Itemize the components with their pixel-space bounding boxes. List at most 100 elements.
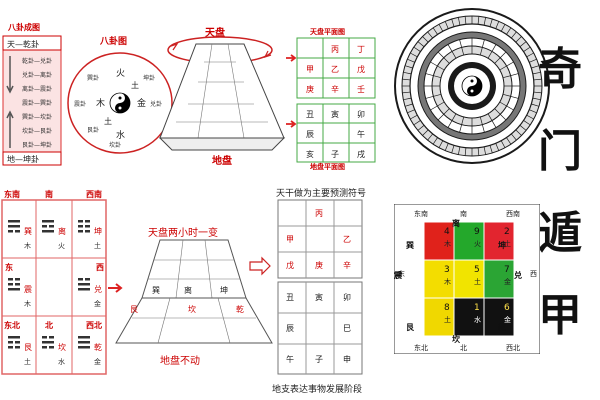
circle-label: 土 [131,80,139,90]
grid-direction: 东南 [414,209,428,218]
grid-number: 5 [474,265,480,275]
element-label: 金 [94,299,101,308]
grid-direction: 西 [530,270,537,278]
plan-char: 壬 [357,84,365,94]
direction-label: 西南 [86,189,102,199]
trigram-name: 坎 [58,342,66,352]
tg-char: 甲 [286,235,294,244]
circle-label: 金 [137,97,146,109]
up-arrow-icon [6,110,14,148]
list-item: 兑卦—离卦 [22,71,52,79]
grid-number: 8 [444,303,450,313]
element-label: 木 [24,299,31,308]
list-item: 坎卦—艮卦 [22,127,52,135]
trigram-symbol-icon [8,220,90,349]
plan-char: 戌 [357,149,365,159]
element-label: 金 [94,357,101,366]
grid-trigram: 坎 [452,334,460,344]
grid-label: 乾 [236,304,244,314]
dz-char: 巳 [343,324,351,333]
trigram-name: 坤 [94,226,102,236]
grid-trigram: 兑 [514,270,522,280]
grid-element: 土 [504,239,511,248]
plan-char: 亥 [306,149,314,159]
circle-label: 木 [96,97,105,109]
grid-direction: 南 [460,209,467,218]
grid-trigram: 坤 [498,240,506,250]
grid-cell [423,259,455,299]
dz-char: 卯 [343,293,351,302]
grid-trigram: 艮 [406,323,415,332]
grid-direction: 东北 [414,343,428,352]
grid-number: 9 [474,227,480,237]
luopan-compass-icon [394,8,550,164]
big-char: 遁 [538,208,582,259]
circle-label: 兑卦 [150,100,162,108]
trigram-name: 离 [58,226,66,236]
circle-label: 水 [116,129,125,141]
list-item: 艮卦—坤卦 [22,141,52,149]
arrow-right-icon [249,256,271,276]
grid-element: 火 [474,240,481,248]
circle-label: 艮卦 [87,126,99,134]
list-item: 巽卦—坎卦 [22,113,52,121]
qimen-color-grid: 东南 南 西南 东 西 东北 北 西北 4木9火2土3木5土7金8土1水6金巽离… [394,204,540,354]
grid-direction: 西南 [506,209,520,218]
element-label: 水 [58,357,65,366]
grid-direction: 西北 [506,344,520,352]
circle-title: 八卦图 [99,35,127,47]
grid-label: 艮 [130,305,138,314]
trigram-name: 巽 [24,227,32,236]
element-label: 火 [58,242,65,250]
tg-char: 庚 [315,260,323,270]
tg-char: 乙 [343,235,351,244]
arrow-right-icon [108,283,123,293]
tg-char: 丙 [315,209,323,218]
direction-label: 西 [96,263,104,272]
list-item-group: 乾卦—兑卦 兑卦—离卦 离卦—震卦 震卦—巽卦 巽卦—坎卦 坎卦—艮卦 艮卦—坤… [22,57,52,149]
grid-element: 土 [474,277,481,286]
grid-element: 木 [444,239,451,248]
grid-number: 7 [504,265,510,275]
tianpan-dipan-perspective: 天盘两小时一变 巽 离 坤 艮 坎 乾 地盘不动 [115,226,273,367]
direction-label: 东 [5,262,13,272]
direction-label: 北 [45,320,53,330]
list-item: 离卦—震卦 [22,85,52,93]
grid-element: 土 [444,315,451,324]
grid-label: 坤 [220,285,228,295]
big-char: 门 [538,126,582,177]
trigram-name: 震 [24,285,32,294]
direction-label: 西北 [86,320,102,330]
element-label: 土 [24,357,31,366]
element-label: 木 [24,241,31,250]
tg-char: 戊 [286,260,294,270]
tianpan-label: 天盘 [205,26,225,39]
grid-trigram: 震 [394,270,403,280]
direction-label: 南 [45,189,53,199]
grid-number: 2 [504,227,510,237]
trigram-name: 艮 [24,343,32,352]
plan-char: 丁 [357,45,365,54]
bagua-circle: 八卦图 火 土 木 金 土 水 巽卦 坤卦 震卦 兑卦 艮卦 坎卦 [67,35,173,154]
grid-number: 3 [444,265,450,275]
plan-char: 丑 [306,110,314,119]
plan-char: 辰 [306,130,314,139]
grid-number: 4 [444,227,450,237]
list-item: 乾卦—兑卦 [22,57,52,65]
dz-char: 子 [315,355,323,364]
compass-yin-yang-icon [461,75,483,97]
grid-trigram: 巽 [406,240,414,250]
plan-char: 子 [331,150,339,159]
bagua-flow-panel: 东南 南 西南 东 西 东北 北 西北 巽 离 坤 震 兑 艮 坎 乾 木 火 … [0,178,392,398]
dipan-label: 地盘 [212,154,232,167]
grid-label: 坎 [188,304,196,314]
plan-char: 乙 [331,65,339,74]
plan-char: 寅 [331,109,339,119]
grid-element: 水 [474,315,481,324]
change-label: 天盘两小时一变 [148,226,218,239]
plan-char: 戊 [357,64,365,74]
grid-cell [483,297,515,337]
tianpan-plan-grid: 天盘平面图 丙 丁 甲 乙 戊 庚 辛 壬 [296,27,376,99]
grid-direction: 北 [460,344,467,352]
